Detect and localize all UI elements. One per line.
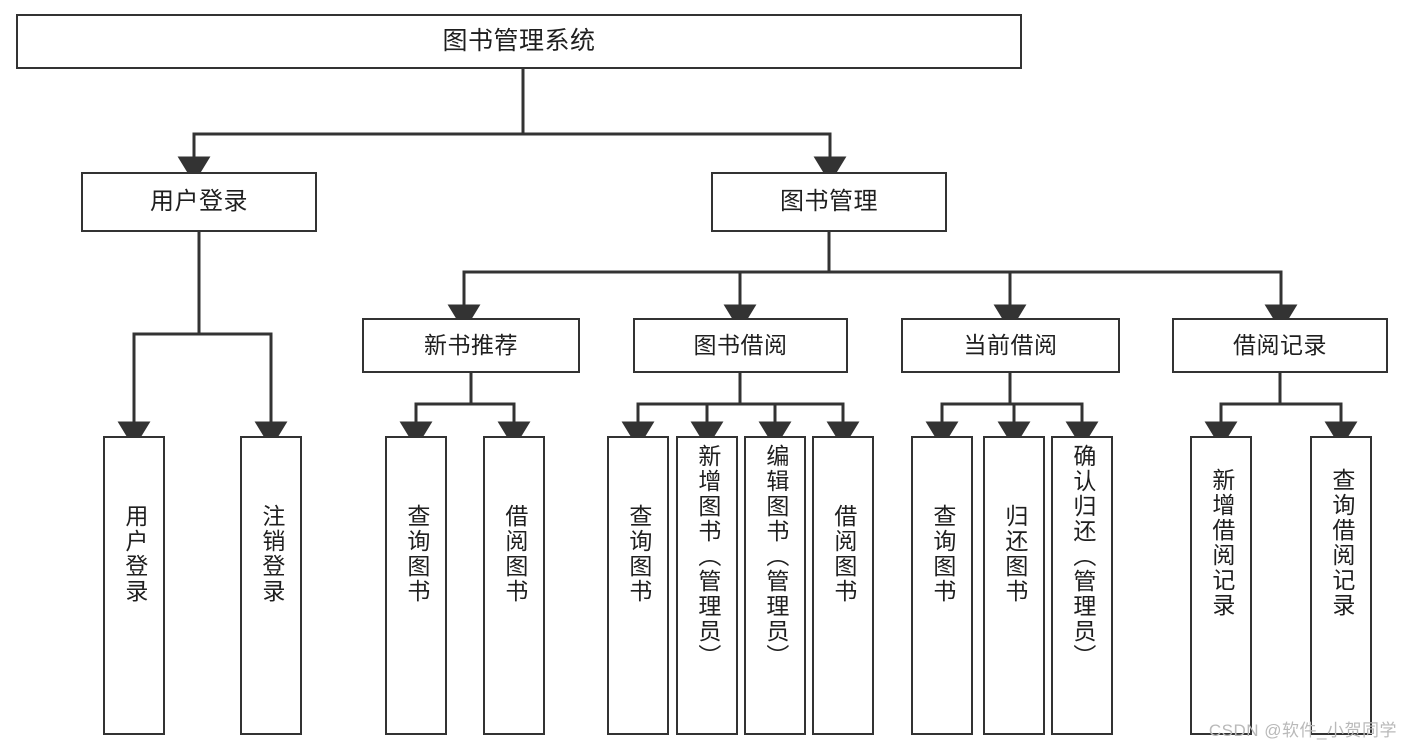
connector-root-to-level2 [177,67,847,184]
leaf-logout[interactable]: 注销登录 [240,436,302,735]
leaf-query-book-borrow[interactable]: 查询图书 [607,436,669,735]
node-book-borrow[interactable]: 图书借阅 [633,318,848,373]
node-label: 查询图书 [625,504,652,604]
node-label: 图书管理系统 [442,26,596,55]
connector-user-login-children [117,230,288,449]
watermark-credit: CSDN @软件_小贺同学 [1208,721,1397,740]
leaf-query-book-current[interactable]: 查询图书 [911,436,973,735]
node-label: 查询借阅记录 [1328,468,1355,618]
node-label: 归还图书 [1001,504,1028,604]
connector-new-book-children [399,371,531,449]
leaf-add-book-admin[interactable]: 新增图书（管理员） [676,436,738,735]
leaf-user-login[interactable]: 用户登录 [103,436,165,735]
node-label: 图书借阅 [693,331,788,358]
leaf-edit-book-admin[interactable]: 编辑图书（管理员） [744,436,806,735]
node-label: 用户登录 [121,504,148,604]
leaf-query-borrow-record[interactable]: 查询借阅记录 [1310,436,1372,735]
leaf-add-borrow-record[interactable]: 新增借阅记录 [1190,436,1252,735]
node-new-book-recommend[interactable]: 新书推荐 [362,318,580,373]
connector-book-mgmt-children [447,230,1298,332]
node-label: 编辑图书（管理员） [762,444,789,669]
node-label: 新增借阅记录 [1208,468,1235,618]
node-label: 查询图书 [929,504,956,604]
node-label: 借阅图书 [501,504,528,604]
node-label: 注销登录 [258,504,285,604]
node-user-login[interactable]: 用户登录 [81,172,317,232]
leaf-borrow-book-recommend[interactable]: 借阅图书 [483,436,545,735]
node-book-management[interactable]: 图书管理 [711,172,947,232]
node-label: 新增图书（管理员） [694,444,721,669]
node-current-borrow[interactable]: 当前借阅 [901,318,1120,373]
node-label: 确认归还（管理员） [1069,444,1096,669]
node-label: 借阅图书 [830,504,857,604]
node-label: 用户登录 [150,187,248,215]
node-borrow-record[interactable]: 借阅记录 [1172,318,1388,373]
node-label: 新书推荐 [424,331,518,358]
connector-borrow-record-children [1204,371,1358,449]
node-label: 图书管理 [780,187,878,215]
node-root-system[interactable]: 图书管理系统 [16,14,1022,69]
leaf-confirm-return-admin[interactable]: 确认归还（管理员） [1051,436,1113,735]
leaf-query-book-recommend[interactable]: 查询图书 [385,436,447,735]
connector-current-borrow-children [925,371,1099,449]
connector-borrow-children [621,371,860,449]
node-label: 当前借阅 [963,331,1058,358]
node-label: 查询图书 [403,504,430,604]
leaf-return-book[interactable]: 归还图书 [983,436,1045,735]
leaf-borrow-book[interactable]: 借阅图书 [812,436,874,735]
node-label: 借阅记录 [1233,331,1327,358]
